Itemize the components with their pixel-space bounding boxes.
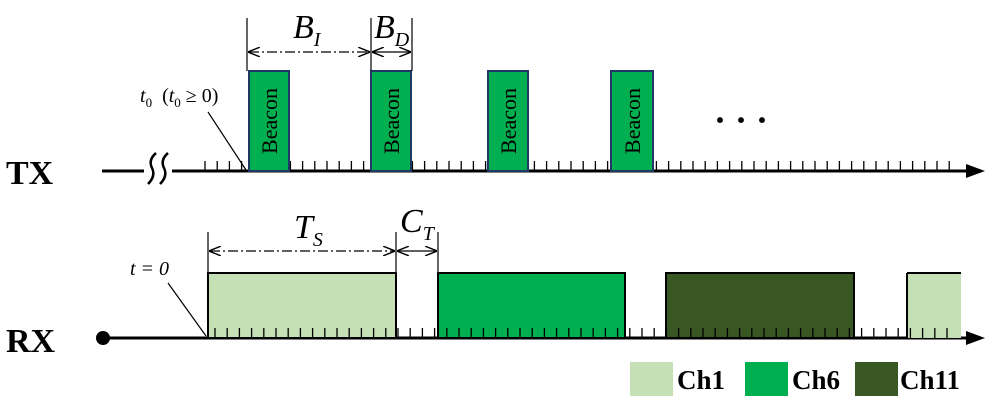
beacon-2-box [370,70,412,172]
t0-cond-open: ( [162,85,169,107]
rx-slot-ch6 [437,272,626,339]
t0-cond-rest: ≥ 0) [181,85,219,107]
ct-label-main: C [400,203,423,240]
rx-label: RX [6,323,56,360]
legend-swatch-ch6 [745,362,788,396]
ct-label: CT [400,203,436,245]
ts-label: TS [294,209,323,251]
legend-label-ch1: Ch1 [677,365,725,395]
bd-label-sub: D [394,29,410,51]
rx-slot-ch11 [665,272,855,339]
bi-label-main: B [293,9,314,46]
tx-label: TX [6,155,54,192]
t0-cond-sub: 0 [174,95,181,110]
t0-label-t: t [140,85,146,107]
beacon-1-label: Beacon [257,88,282,154]
tx-axis-break [147,152,169,185]
bd-label-main: B [374,9,395,46]
beacon-1: Beacon [248,70,290,172]
beacon-4-label: Beacon [620,88,645,154]
legend-label-ch6: Ch6 [792,365,840,395]
t0-pointer [207,111,247,171]
beacon-2: Beacon [370,70,412,172]
legend-label-ch11: Ch11 [900,365,960,395]
rx-slot-ch1-a [207,272,397,339]
t0-cond-t: t [169,85,175,107]
rx-axis-arrowhead [966,331,985,345]
t0-label: t0(t0 ≥ 0) [140,85,218,110]
legend-swatch-ch1 [630,362,673,396]
t-zero-label: t = 0 [130,258,169,280]
bi-label: BI [293,9,322,51]
tx-ellipsis: · · · [714,100,768,140]
rx-slot-ch1-b [907,273,961,338]
beacon-2-label: Beacon [379,88,404,154]
ts-label-sub: S [313,229,323,251]
beacon-3-box [487,70,529,172]
tx-axis-arrowhead [966,164,985,178]
ts-label-main: T [294,209,315,246]
rx-ticks [214,328,948,338]
legend: Ch1 Ch6 Ch11 [630,362,960,396]
t0-label-sub: 0 [146,95,153,110]
t-zero-pointer [167,282,207,337]
beacon-3-label: Beacon [496,88,521,154]
legend-swatch-ch11 [855,362,898,396]
beacon-4: Beacon [610,70,654,172]
ct-label-sub: T [423,223,436,245]
beacon-3: Beacon [487,70,529,172]
beacon-1-box [248,70,290,172]
bd-label: BD [374,9,410,51]
beacon-4-box [610,70,654,172]
bi-label-sub: I [313,29,322,51]
